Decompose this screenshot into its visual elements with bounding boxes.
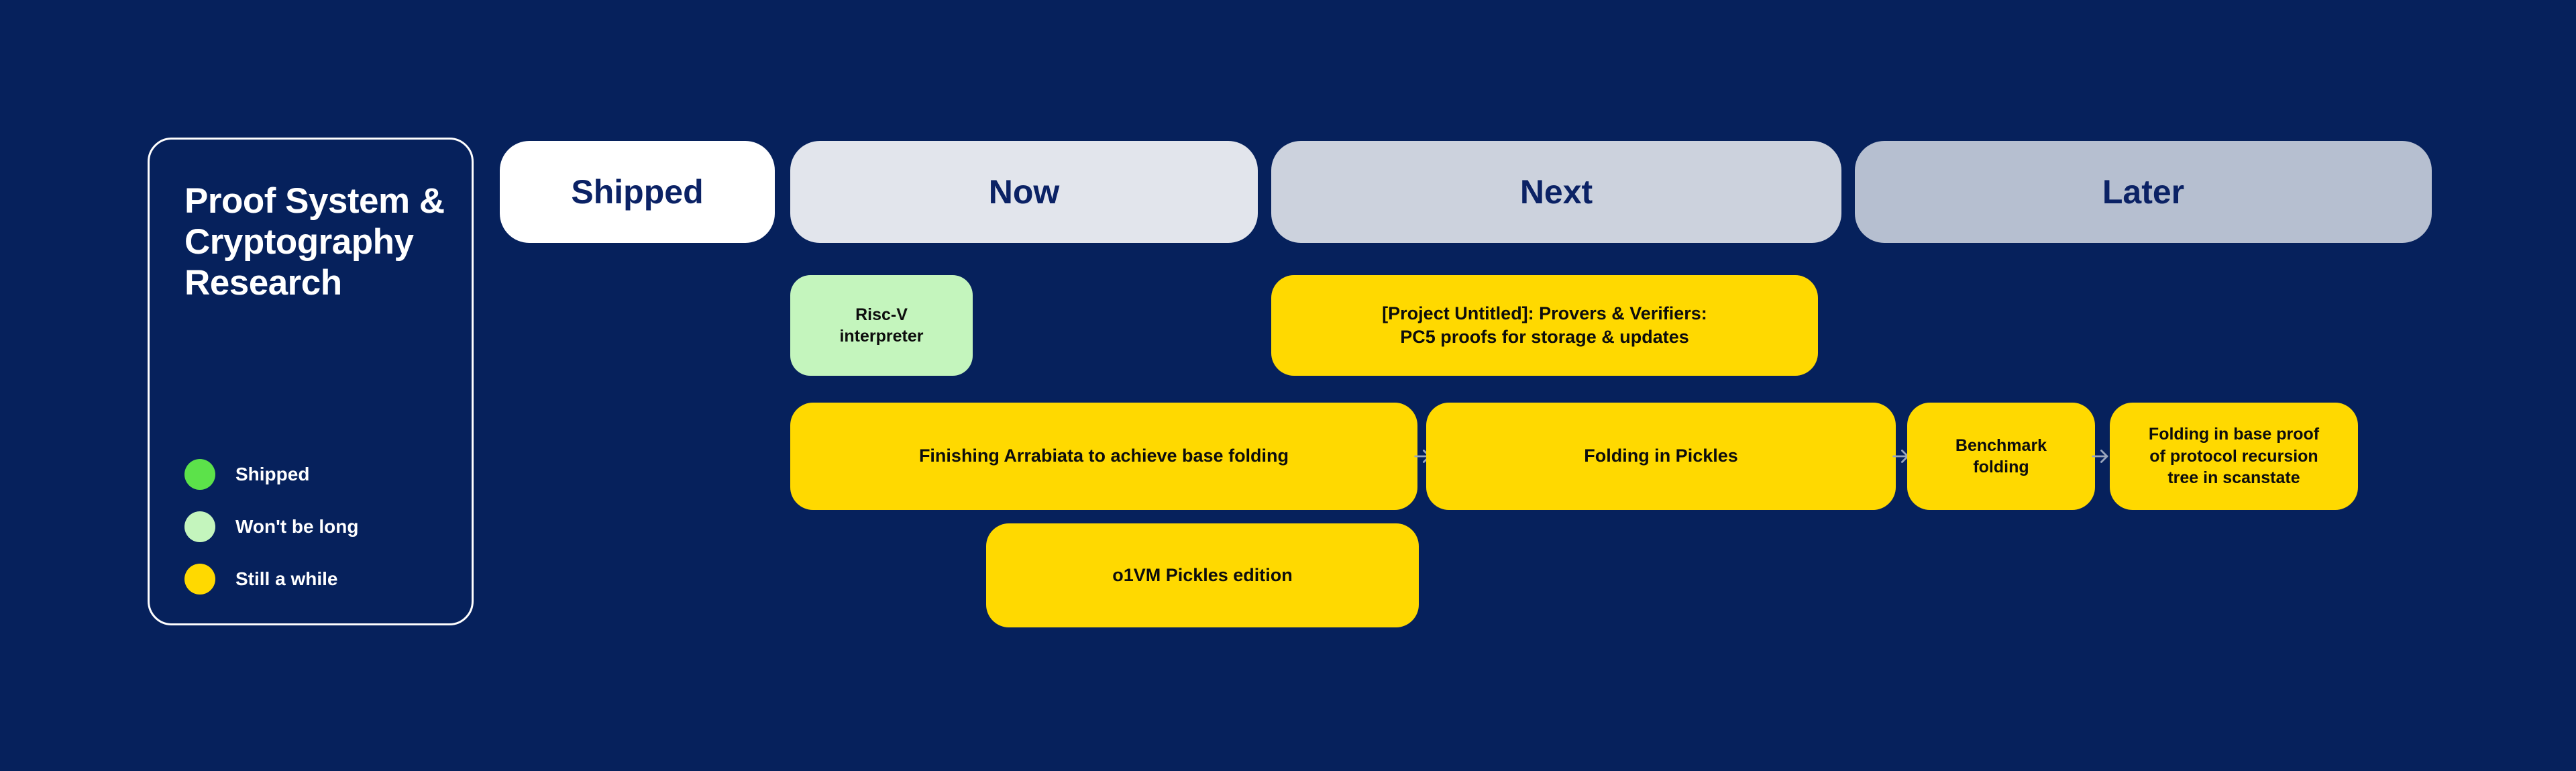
legend-item-still-a-while: Still a while bbox=[184, 553, 453, 605]
page-title: Proof System & Cryptography Research bbox=[184, 181, 445, 303]
legend-label-wont-be-long: Won't be long bbox=[235, 516, 359, 537]
legend: Shipped Won't be long Still a while bbox=[184, 448, 453, 605]
card-o1vm-pickles-edition[interactable]: o1VM Pickles edition bbox=[986, 523, 1419, 627]
card-folding-in-base-proof-scanstate[interactable]: Folding in base proof of protocol recurs… bbox=[2110, 403, 2358, 510]
card-finishing-arrabiata[interactable]: Finishing Arrabiata to achieve base fold… bbox=[790, 403, 1417, 510]
column-header-next[interactable]: Next bbox=[1271, 141, 1841, 243]
status-dot-wont-be-long bbox=[184, 511, 215, 542]
legend-item-shipped: Shipped bbox=[184, 448, 453, 501]
column-header-shipped[interactable]: Shipped bbox=[500, 141, 775, 243]
column-header-now[interactable]: Now bbox=[790, 141, 1258, 243]
status-dot-shipped bbox=[184, 459, 215, 490]
card-risc-v-interpreter[interactable]: Risc-V interpreter bbox=[790, 275, 973, 376]
legend-label-shipped: Shipped bbox=[235, 464, 310, 484]
status-dot-still-a-while bbox=[184, 564, 215, 595]
card-folding-in-pickles[interactable]: Folding in Pickles bbox=[1426, 403, 1896, 510]
card-benchmark-folding[interactable]: Benchmark folding bbox=[1907, 403, 2095, 510]
arrow-right-icon-benchmark-to-scanstate bbox=[2089, 445, 2112, 468]
legend-label-still-a-while: Still a while bbox=[235, 568, 338, 589]
info-panel: Proof System & Cryptography Research Shi… bbox=[148, 138, 474, 625]
legend-item-wont-be-long: Won't be long bbox=[184, 501, 453, 553]
card-project-untitled-provers-verifiers[interactable]: [Project Untitled]: Provers & Verifiers:… bbox=[1271, 275, 1818, 376]
column-header-later[interactable]: Later bbox=[1855, 141, 2432, 243]
